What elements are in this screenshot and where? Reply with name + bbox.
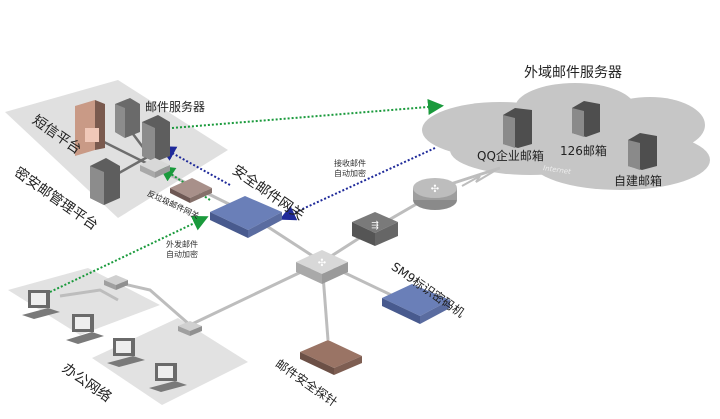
office-pc [107,338,145,367]
mail-server-1 [115,98,140,138]
secure-mail-gateway [210,196,282,238]
external-servers-label: 外域邮件服务器 [524,65,622,81]
outbound-flow-line-1: 外发邮件 [166,240,198,249]
sm9-crypto-machine [382,284,450,324]
126-mail-server [572,101,600,137]
firewall: ⇶ [352,212,398,246]
svg-text:✣: ✣ [318,258,326,269]
office-zone-right [92,318,248,405]
office-switch-1 [104,275,128,290]
sms-server [75,100,105,156]
inbound-flow-line-2: 自动加密 [334,169,366,178]
core-switch: ✣ [296,250,348,284]
mail-server-2 [142,115,170,162]
126-mail-label: 126邮箱 [560,144,607,158]
mail-server-label: 邮件服务器 [145,100,206,114]
mail-security-probe [300,340,362,375]
management-server [90,158,120,205]
inbound-flow-label: 接收邮件 自动加密 [334,159,366,179]
office-pc [149,363,187,392]
outbound-flow-label: 外发邮件 自动加密 [166,240,198,260]
antispam-gateway [170,178,212,203]
external-cloud [422,83,710,190]
wan-link-icon [461,169,497,187]
office-zone-left [8,268,160,335]
office-switch-2 [178,321,202,336]
svg-text:⇶: ⇶ [371,220,379,231]
qq-mail-label: QQ企业邮箱 [477,149,544,163]
office-pc [22,290,60,319]
self-hosted-mail-server [628,133,657,170]
router: ✣ [413,178,457,210]
office-pc [66,314,104,344]
management-switch [140,158,170,178]
inbound-flow-line-1: 接收邮件 [334,159,366,168]
svg-text:✣: ✣ [431,184,439,195]
outbound-flow-line-2: 自动加密 [166,250,198,259]
qq-mail-server [503,108,532,148]
inbound-flow-lines [159,146,436,221]
self-hosted-mail-label: 自建邮箱 [614,174,663,188]
